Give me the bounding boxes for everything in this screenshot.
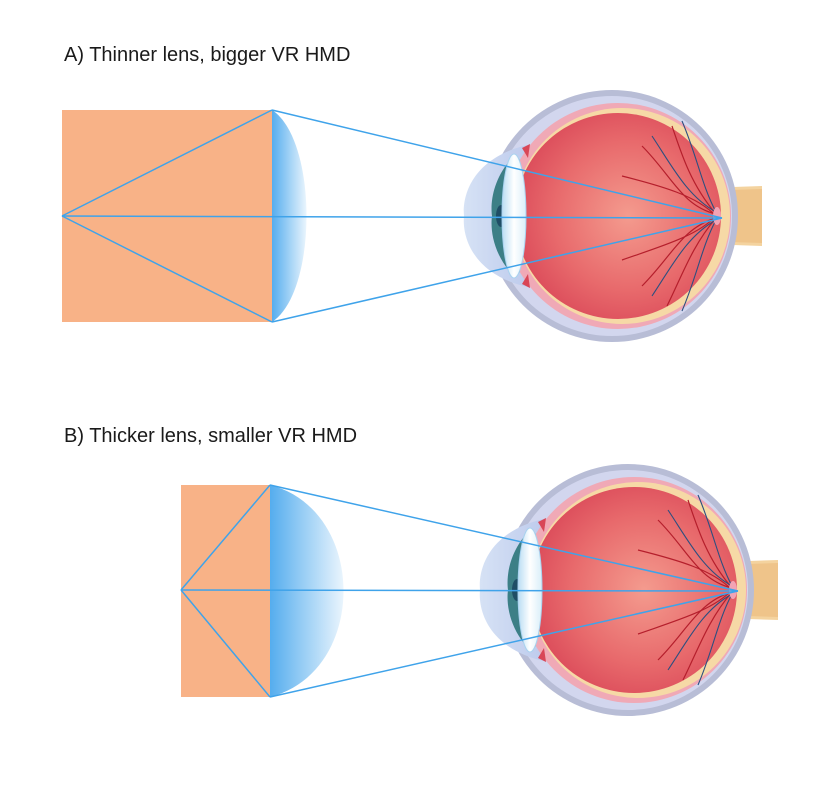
panel-a-title: A) Thinner lens, bigger VR HMD xyxy=(64,44,351,66)
display-panel-b xyxy=(181,485,272,697)
panel-a-diagram xyxy=(61,89,763,343)
light-rays-a xyxy=(61,109,723,323)
vr-lens-b xyxy=(270,485,344,697)
eye-a-icon xyxy=(463,89,763,343)
panel-b-title: B) Thicker lens, smaller VR HMD xyxy=(64,425,358,447)
light-rays-b xyxy=(180,484,739,698)
panel-b-diagram xyxy=(180,463,779,717)
